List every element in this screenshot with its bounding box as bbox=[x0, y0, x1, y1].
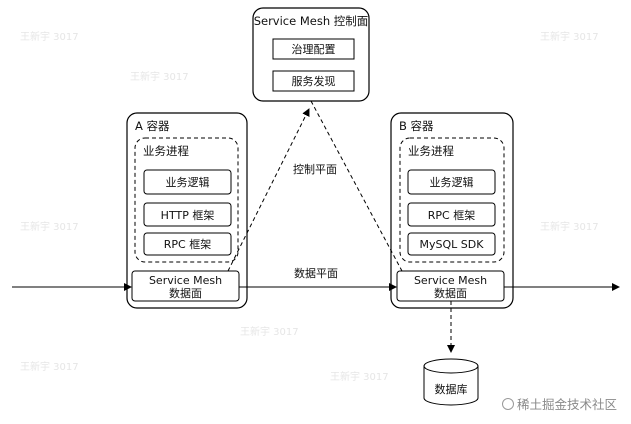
business-process-a-title: 业务进程 bbox=[143, 144, 189, 158]
watermark-text: 王新宇 3017 bbox=[240, 325, 299, 338]
business-logic-a-box: 业务逻辑 bbox=[166, 175, 210, 189]
watermark-text: 王新宇 3017 bbox=[20, 30, 79, 43]
control-to-dataplane-b-link bbox=[310, 100, 403, 272]
control-plane-label: 控制平面 bbox=[293, 162, 337, 176]
control-plane-links: 控制平面 bbox=[227, 100, 403, 272]
business-logic-b-box: 业务逻辑 bbox=[430, 175, 474, 189]
dataplane-b-line1: Service Mesh bbox=[414, 274, 487, 287]
watermark-text: 王新宇 3017 bbox=[20, 220, 79, 233]
database-cylinder bbox=[423, 366, 479, 406]
container-b: B 容器 业务进程 业务逻辑 RPC 框架 MySQL SDK Service … bbox=[390, 112, 514, 309]
service-discovery-box: 服务发现 bbox=[292, 74, 336, 88]
dataplane-a-to-control-link bbox=[227, 108, 310, 272]
control-plane: Service Mesh 控制面 治理配置 服务发现 bbox=[252, 7, 370, 102]
database: 数据库 bbox=[423, 301, 479, 406]
watermark-text: 王新宇 3017 bbox=[540, 30, 599, 43]
business-process-b-title: 业务进程 bbox=[408, 144, 454, 158]
http-framework-box: HTTP 框架 bbox=[161, 209, 215, 222]
dataplane-a-line1: Service Mesh bbox=[149, 274, 222, 287]
watermark-label: 稀土掘金技术社区 bbox=[517, 397, 617, 412]
control-plane-title: Service Mesh 控制面 bbox=[254, 14, 369, 28]
background-watermarks: 王新宇 3017 王新宇 3017 王新宇 3017 王新宇 3017 王新宇 … bbox=[20, 30, 599, 383]
governance-config-box: 治理配置 bbox=[292, 42, 336, 56]
watermark-text: 王新宇 3017 bbox=[130, 70, 189, 83]
dataplane-b-line2: 数据面 bbox=[434, 286, 467, 300]
database-label: 数据库 bbox=[435, 382, 468, 396]
data-plane-label: 数据平面 bbox=[294, 266, 338, 280]
business-process-a bbox=[134, 137, 239, 263]
rpc-framework-a-box: RPC 框架 bbox=[164, 238, 211, 251]
juejin-watermark: 稀土掘金技术社区 bbox=[502, 397, 617, 412]
container-b-title: B 容器 bbox=[399, 119, 434, 133]
container-a: A 容器 业务进程 业务逻辑 HTTP 框架 RPC 框架 Service Me… bbox=[126, 112, 248, 309]
dataplane-a-line2: 数据面 bbox=[169, 286, 202, 300]
watermark-text: 王新宇 3017 bbox=[540, 220, 599, 233]
juejin-logo-icon bbox=[502, 398, 514, 410]
data-plane-flow: 数据平面 bbox=[12, 266, 620, 291]
mysql-sdk-box: MySQL SDK bbox=[420, 238, 485, 251]
watermark-text: 王新宇 3017 bbox=[330, 370, 389, 383]
watermark-text: 王新宇 3017 bbox=[20, 360, 79, 373]
rpc-framework-b-box: RPC 框架 bbox=[428, 209, 475, 222]
business-process-b bbox=[399, 137, 505, 263]
container-a-title: A 容器 bbox=[135, 119, 170, 133]
